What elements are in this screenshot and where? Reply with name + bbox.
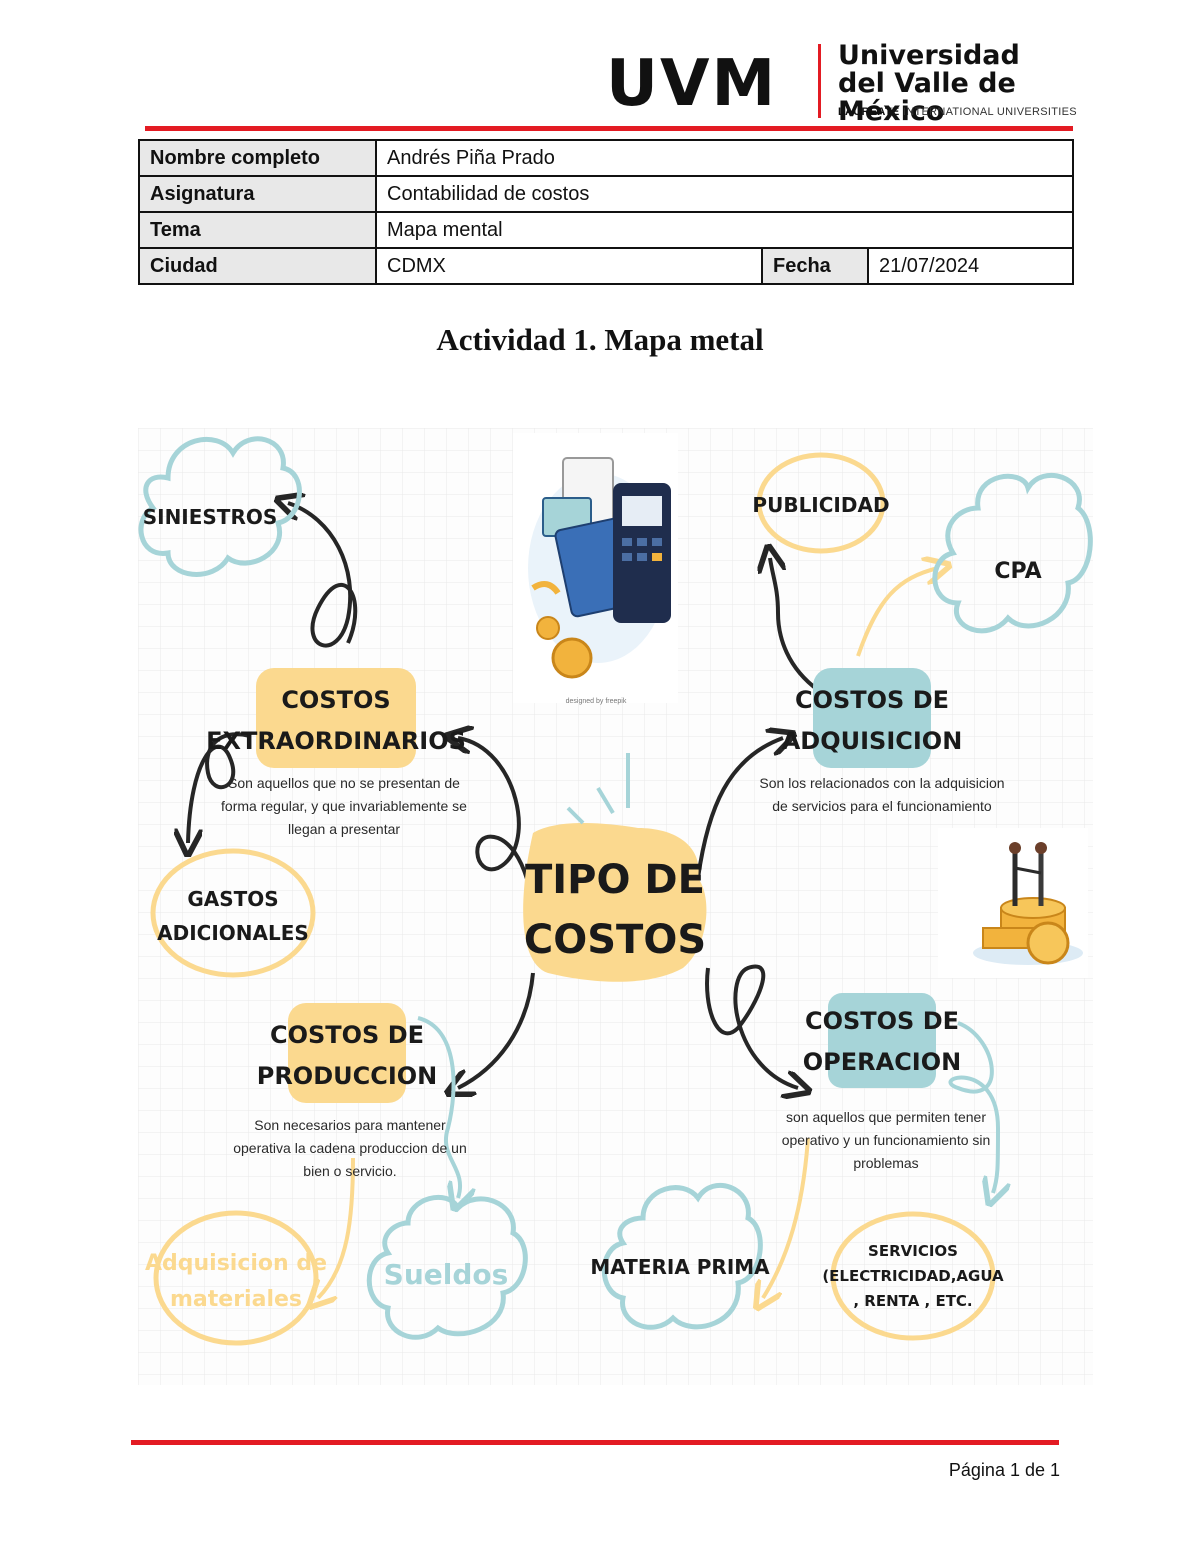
header-red-rule [145, 126, 1073, 131]
connector-gastos [188, 732, 251, 843]
footer-red-rule [131, 1440, 1059, 1445]
produccion-line2: PRODUCCION [257, 1062, 438, 1090]
cpa-label: CPA [994, 559, 1041, 584]
adquisicion-line2: ADQUISICION [782, 727, 963, 755]
logo-sub-text: INTERNATIONAL UNIVERSITIES [902, 106, 1077, 118]
cloud-adquisicion-materiales: Adquisicion de materiales [145, 1210, 327, 1346]
illustration-credit: designed by freepik [566, 698, 627, 705]
cloud-cpa: CPA [932, 472, 1093, 634]
nombre-label: Nombre completo [138, 139, 377, 177]
connector-publicidad [770, 558, 820, 692]
operacion-desc3: problemas [853, 1155, 918, 1171]
node-costos-extraordinarios: COSTOS EXTRAORDINARIOS Son aquellos que … [206, 668, 467, 837]
servicios-line1: SERVICIOS [868, 1242, 958, 1260]
adquisicion-desc1: Son los relacionados con la adquisicion [759, 775, 1004, 791]
table-row: Ciudad CDMX Fecha 21/07/2024 [138, 247, 1074, 285]
nombre-value: Andrés Piña Prado [375, 139, 1074, 177]
extraordinarios-line1: COSTOS [281, 686, 390, 714]
produccion-desc2: operativa la cadena produccion de un [233, 1140, 467, 1156]
tema-value: Mapa mental [375, 211, 1074, 249]
adquisicion-line1: COSTOS DE [795, 686, 949, 714]
node-costos-adquisicion: COSTOS DE ADQUISICION Son los relacionad… [759, 668, 1005, 814]
ciudad-value: CDMX [375, 247, 763, 285]
node-costos-produccion: COSTOS DE PRODUCCION Son necesarios para… [233, 1003, 467, 1179]
siniestros-label: SINIESTROS [143, 505, 278, 529]
adquisicion-desc2: de servicios para el funcionamiento [772, 798, 992, 814]
page-title: Actividad 1. Mapa metal [436, 322, 764, 357]
student-info-table: Nombre completo Andrés Piña Prado Asigna… [138, 139, 1074, 285]
cloud-siniestros: SINIESTROS [138, 436, 302, 577]
handshake-coins-illustration [938, 828, 1088, 978]
cloud-servicios: SERVICIOS (ELECTRICIDAD,AGUA , RENTA , E… [822, 1211, 1004, 1341]
cloud-publicidad: PUBLICIDAD [752, 452, 890, 554]
logo-name-line1: Universidad [838, 40, 1020, 71]
fecha-value: 21/07/2024 [867, 247, 1074, 285]
connector-operacion [705, 964, 798, 1088]
operacion-desc1: son aquellos que permiten tener [786, 1109, 986, 1125]
logo-subtitle: LAUREATE INTERNATIONAL UNIVERSITIES [838, 106, 1077, 118]
center-line1: TIPO DE [525, 857, 705, 903]
servicios-line3: , RENTA , ETC. [853, 1292, 972, 1310]
operacion-desc2: operativo y un funcionamiento sin [782, 1132, 991, 1148]
ciudad-label: Ciudad [138, 247, 377, 285]
produccion-desc3: bien o servicio. [303, 1163, 396, 1179]
connector-servicios [948, 1021, 998, 1193]
connector-materiales [318, 1157, 355, 1298]
tema-label: Tema [138, 211, 377, 249]
produccion-desc1: Son necesarios para mantener [254, 1117, 446, 1133]
materiales-line2: materiales [170, 1287, 302, 1312]
publicidad-label: PUBLICIDAD [752, 493, 889, 517]
table-row: Asignatura Contabilidad de costos [138, 175, 1074, 213]
cloud-sueldos: Sueldos [366, 1194, 528, 1340]
center-node: TIPO DE COSTOS [523, 753, 707, 982]
operacion-line2: OPERACION [803, 1048, 961, 1076]
extraordinarios-desc3: llegan a presentar [288, 821, 400, 837]
connector-materia [763, 1137, 810, 1298]
uvm-logo: UVM Universidad del Valle de México LAUR… [606, 40, 1077, 127]
logo-separator [818, 44, 821, 118]
sueldos-label: Sueldos [384, 1258, 509, 1291]
operacion-line1: COSTOS DE [805, 1007, 959, 1035]
connector-adquisicion [696, 738, 783, 879]
cloud-materia-prima: MATERIA PRIMA [590, 1182, 770, 1330]
extraordinarios-desc1: Son aquellos que no se presentan de [228, 775, 460, 791]
asignatura-value: Contabilidad de costos [375, 175, 1074, 213]
logo-name-line2: del Valle de México [838, 68, 1016, 127]
materiales-line1: Adquisicion de [145, 1251, 327, 1276]
connector-sueldos [417, 1016, 460, 1198]
finance-illustration: designed by freepik [513, 433, 678, 705]
servicios-line2: (ELECTRICIDAD,AGUA [822, 1267, 1004, 1285]
connector-cpa [856, 568, 938, 657]
connector-produccion [458, 972, 535, 1088]
extraordinarios-line2: EXTRAORDINARIOS [206, 727, 466, 755]
gastos-line1: GASTOS [187, 887, 278, 911]
asignatura-label: Asignatura [138, 175, 377, 213]
mind-map: designed by freepik TIPO DE COSTOS [138, 428, 1093, 1385]
materia-prima-label: MATERIA PRIMA [590, 1255, 770, 1279]
node-costos-operacion: COSTOS DE OPERACION son aquellos que per… [782, 993, 991, 1171]
logo-sub-bold: LAUREATE [838, 106, 900, 118]
table-row: Tema Mapa mental [138, 211, 1074, 249]
mind-map-canvas: designed by freepik TIPO DE COSTOS [138, 428, 1093, 1385]
extraordinarios-desc2: forma regular, y que invariablemente se [221, 798, 467, 814]
cloud-gastos-adicionales: GASTOS ADICIONALES [150, 848, 316, 978]
table-row: Nombre completo Andrés Piña Prado [138, 139, 1074, 177]
fecha-label: Fecha [761, 247, 869, 285]
produccion-line1: COSTOS DE [270, 1021, 424, 1049]
connector-siniestros [288, 503, 358, 648]
uvm-logo-mark: UVM [606, 47, 778, 121]
page-number: Página 1 de 1 [948, 1460, 1060, 1480]
center-line2: COSTOS [524, 917, 706, 963]
gastos-line2: ADICIONALES [157, 921, 309, 945]
